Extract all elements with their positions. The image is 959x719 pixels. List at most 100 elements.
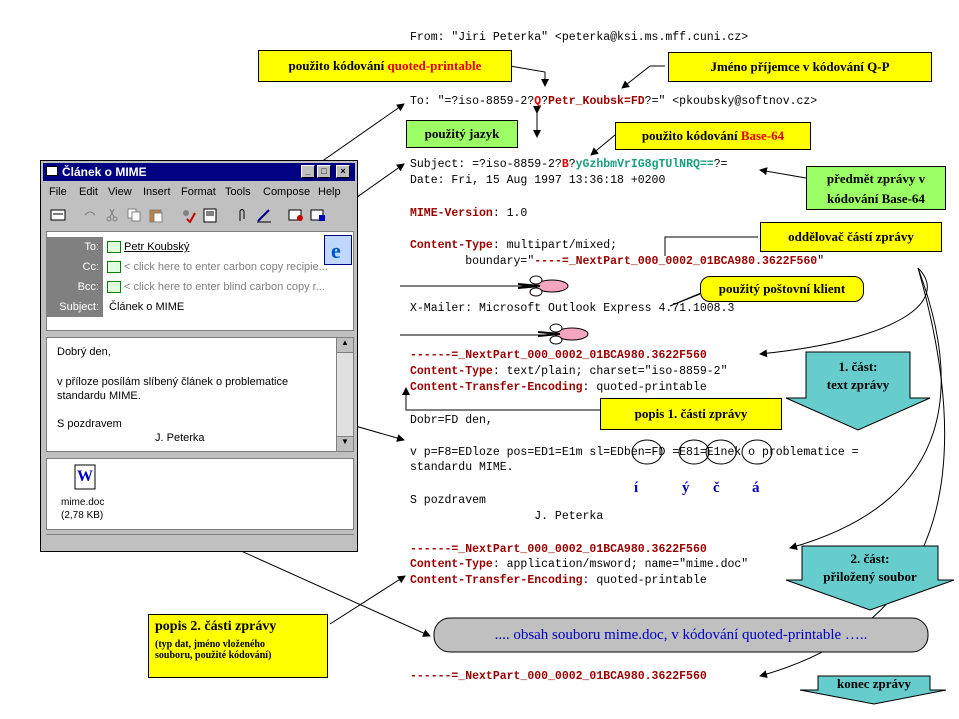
menu-help[interactable]: Help xyxy=(318,186,341,198)
to-line: To: "=?iso-8859-2?Q?Petr_Koubsk=FD?=" <p… xyxy=(410,95,818,108)
menu-file[interactable]: File xyxy=(49,186,67,198)
part1-text-line5: J. Peterka xyxy=(410,510,604,523)
part1-content-type: Content-Type: text/plain; charset="iso-8… xyxy=(410,365,728,378)
sign-icon[interactable] xyxy=(287,207,305,223)
decoded-letter: č xyxy=(713,480,720,496)
part2-cte: Content-Transfer-Encoding: quoted-printa… xyxy=(410,574,707,587)
internet-explorer-icon: e xyxy=(324,235,352,265)
xmailer-line: X-Mailer: Microsoft Outlook Express 4.71… xyxy=(410,302,735,315)
decoded-letter: á xyxy=(752,480,760,496)
decoded-letter: í xyxy=(634,480,639,496)
menu-view[interactable]: View xyxy=(108,186,132,198)
bcc-label: Bcc: xyxy=(47,277,103,297)
client-callout: použitý poštovní klient xyxy=(700,276,864,302)
contact-card-icon xyxy=(107,241,121,254)
body-line: standardu MIME. xyxy=(57,390,141,402)
address-book-icon[interactable] xyxy=(201,207,219,223)
content-bubble: .... obsah souboru mime.doc, v kódování … xyxy=(494,627,868,643)
vertical-scrollbar[interactable]: ▲ ▼ xyxy=(336,338,353,451)
part2-content-type: Content-Type: application/msword; name="… xyxy=(410,558,749,571)
subject-label: Subject: xyxy=(47,297,103,317)
part2-boundary: ------=_NextPart_000_0002_01BCA980.3622F… xyxy=(410,543,707,556)
end-boundary: ------=_NextPart_000_0002_01BCA980.3622F… xyxy=(410,670,707,683)
recipient-callout: Jméno příjemce v kódování Q-P xyxy=(668,52,932,82)
envelope-icon xyxy=(46,166,58,176)
paste-icon[interactable] xyxy=(147,207,165,223)
encrypt-icon[interactable] xyxy=(309,207,327,223)
check-names-icon[interactable] xyxy=(179,207,197,224)
header-panel: To: Cc: Bcc: Subject: Petr Koubský < cli… xyxy=(46,231,354,331)
attach-icon[interactable] xyxy=(233,207,251,223)
to-field[interactable]: Petr Koubský xyxy=(107,237,307,257)
attachment-size: (2,78 KB) xyxy=(61,510,104,521)
part1-text-line1: Dobr=FD den, xyxy=(410,414,493,427)
menu-insert[interactable]: Insert xyxy=(143,186,171,198)
window-titlebar: Článek o MIME _ □ × xyxy=(43,163,355,181)
signature-icon[interactable] xyxy=(255,207,273,223)
part2-arrow-shape xyxy=(785,545,955,611)
decoded-letter: ý xyxy=(682,480,690,496)
attachment-pane: W mime.doc (2,78 KB) xyxy=(46,458,354,530)
end-arrow-label: konec zprávy xyxy=(836,676,912,691)
to-label: To: xyxy=(47,237,103,257)
content-type-line: Content-Type: multipart/mixed; xyxy=(410,239,618,252)
cut-icon[interactable] xyxy=(103,207,121,223)
part1-boundary: ------=_NextPart_000_0002_01BCA980.3622F… xyxy=(410,349,707,362)
maximize-button[interactable]: □ xyxy=(317,165,331,178)
minimize-button[interactable]: _ xyxy=(301,165,315,178)
scissors-icon xyxy=(517,275,569,297)
subject-line: Subject: =?iso-8859-2?B?yGzhbmVrIG8gTUlN… xyxy=(410,158,728,171)
content-bubble-shape xyxy=(433,617,929,653)
menu-edit[interactable]: Edit xyxy=(79,186,98,198)
menu-format[interactable]: Format xyxy=(181,186,216,198)
scroll-up-icon[interactable]: ▲ xyxy=(337,338,353,353)
mail-window: Článek o MIME _ □ × File Edit View Inser… xyxy=(40,160,358,552)
copy-icon[interactable] xyxy=(125,207,143,223)
svg-text:W: W xyxy=(77,468,93,485)
b64-callout: použito kódování Base-64 xyxy=(615,122,811,150)
part1-cte: Content-Transfer-Encoding: quoted-printa… xyxy=(410,381,707,394)
part1-text-line4: S pozdravem xyxy=(410,494,486,507)
contact-card-icon xyxy=(107,281,121,294)
separator-callout: oddělovač částí zprávy xyxy=(760,222,942,252)
part1-text-line2: v p=F8=EDloze pos=ED1=E1m sl=EDben=FD =E… xyxy=(410,446,859,459)
date-line: Date: Fri, 15 Aug 1997 13:36:18 +0200 xyxy=(410,174,666,187)
bcc-field[interactable]: < click here to enter blind carbon copy … xyxy=(107,277,347,297)
part2-desc-callout: popis 2. části zprávy (typ dat, jméno vl… xyxy=(148,614,328,678)
part2-arrow-label: 2. část:přiložený soubor xyxy=(823,551,917,584)
menu-tools[interactable]: Tools xyxy=(225,186,251,198)
body-line: J. Peterka xyxy=(155,432,205,444)
part1-desc-callout: popis 1. části zprávy xyxy=(600,398,782,430)
end-arrow-shape xyxy=(799,675,947,705)
from-line: From: "Jiri Peterka" <peterka@ksi.ms.mff… xyxy=(410,31,749,44)
scroll-down-icon[interactable]: ▼ xyxy=(337,436,353,451)
window-title: Článek o MIME xyxy=(62,165,147,179)
body-line: S pozdravem xyxy=(57,418,122,430)
attachment-name[interactable]: mime.doc xyxy=(61,497,105,508)
body-line: v příloze posílám slíbený článek o probl… xyxy=(57,376,289,388)
part1-arrow-shape xyxy=(785,351,931,431)
svg-text:e: e xyxy=(331,238,341,263)
undo-icon[interactable] xyxy=(81,207,99,223)
cc-field[interactable]: < click here to enter carbon copy recipi… xyxy=(107,257,347,277)
scissors-icon xyxy=(537,323,589,345)
word-document-icon[interactable]: W xyxy=(71,463,99,491)
status-bar xyxy=(46,534,354,549)
part1-arrow-label: 1. část:text zprávy xyxy=(826,359,890,392)
subject-field[interactable]: Článek o MIME xyxy=(109,301,185,313)
contact-card-icon xyxy=(107,261,121,274)
cc-label: Cc: xyxy=(47,257,103,277)
boundary-line: boundary="----=_NextPart_000_0002_01BCA9… xyxy=(410,255,825,268)
send-icon[interactable] xyxy=(49,207,67,223)
close-button[interactable]: × xyxy=(336,165,350,178)
menu-compose[interactable]: Compose xyxy=(263,186,311,198)
mime-version-line: MIME-Version: 1.0 xyxy=(410,207,528,220)
message-body[interactable]: Dobrý den, v příloze posílám slíbený člá… xyxy=(46,337,354,452)
language-callout: použitý jazyk xyxy=(406,120,518,148)
body-line: Dobrý den, xyxy=(57,346,111,358)
part1-text-line3: standardu MIME. xyxy=(410,461,514,474)
qp-callout: použito kódování quoted-printable xyxy=(258,50,512,82)
